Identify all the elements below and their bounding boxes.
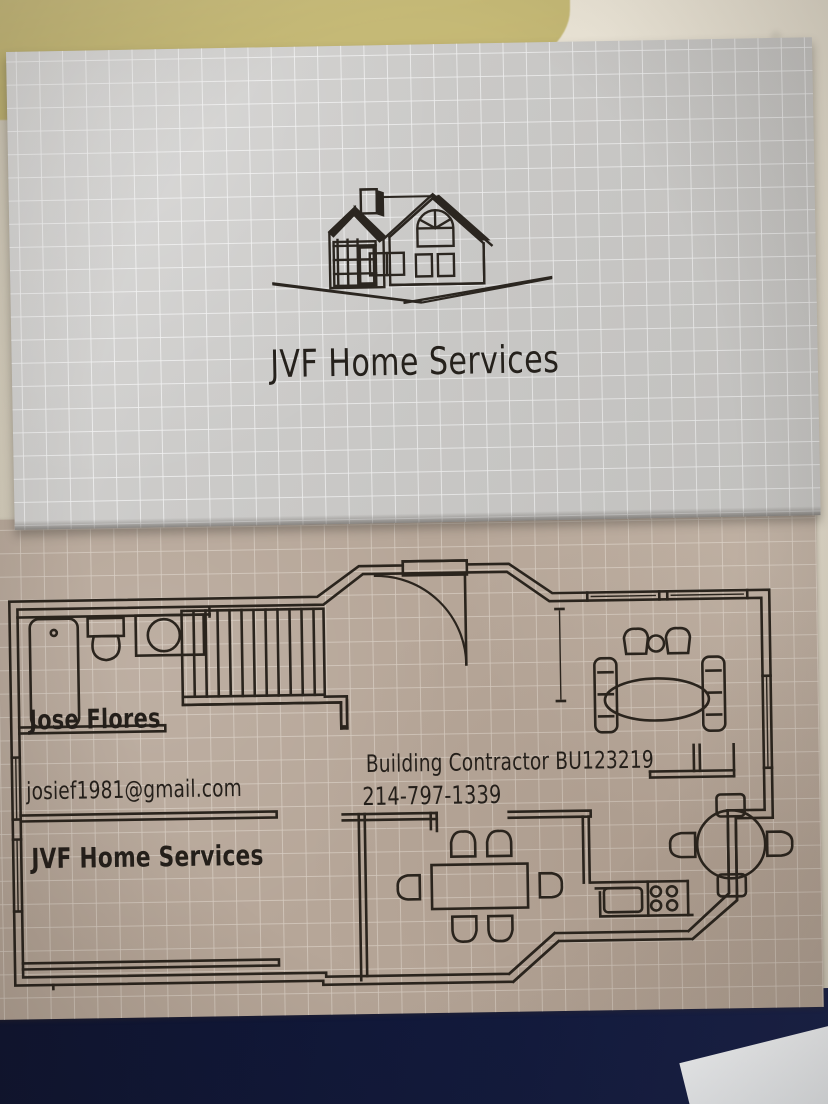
company-name: JVF Home Services [269,336,560,387]
company-name: JVF Home Services [31,838,264,876]
contact-email[interactable]: josief1981@gmail.com [26,774,243,806]
house-line-drawing-icon [270,182,553,317]
contact-name: Jose Flores [28,703,161,737]
business-card-back[interactable]: Jose Flores josief1981@gmail.com JVF Hom… [0,506,824,1020]
floor-plan-line-drawing-icon [7,559,794,991]
license-number: Building Contractor BU123219 [365,745,655,779]
contact-phone[interactable]: 214-797-1339 [362,779,502,812]
business-card-front[interactable]: JVF Home Services [6,37,821,530]
